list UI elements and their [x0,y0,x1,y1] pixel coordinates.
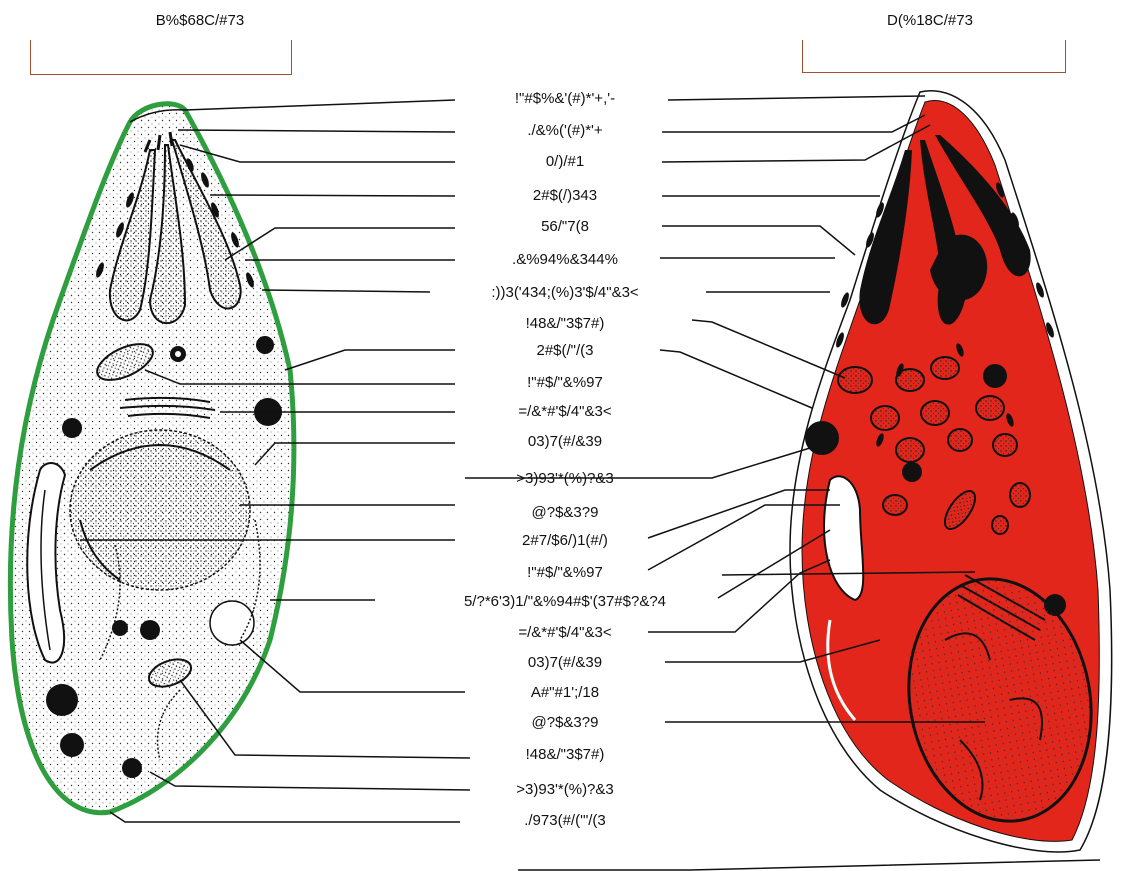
label-17: 5/?*6'3)1/"&%94#$'(37#$?&?4 [400,592,730,612]
label-5: 56/"7(8 [400,217,730,237]
right-cell [790,91,1112,852]
label-2: ./&%('(#)*'+ [400,121,730,141]
left-nucleus [70,430,250,590]
label-23: >3)93'*(%)?&3 [400,780,730,800]
label-13: >3)93'*(%)?&3 [400,469,730,489]
label-16: !"#$/"&%97 [400,563,730,583]
label-1: !"#$%&'(#)*'+,'- [400,89,730,109]
label-10: !"#$/"&%97 [400,373,730,393]
label-24: ./973(#/('"/(3 [400,811,730,831]
label-7: :))3('434;(%)3'$/4"&3< [400,283,730,303]
label-15: 2#7/$6/)1(#/) [400,531,730,551]
label-4: 2#$(/)343 [400,186,730,206]
label-11: =/&*#'$/4"&3< [400,402,730,422]
label-19: 03)7(#/&39 [400,653,730,673]
label-21: @?$&3?9 [400,713,730,733]
label-18: =/&*#'$/4"&3< [400,623,730,643]
label-6: .&%94%&344% [400,250,730,270]
label-14: @?$&3?9 [400,503,730,523]
label-20: A#"#1';/18 [400,683,730,703]
label-8: !48&/"3$7#) [400,314,730,334]
left-cell [10,104,294,813]
label-22: !48&/"3$7#) [400,745,730,765]
label-3: 0/)/#1 [400,152,730,172]
label-12: 03)7(#/&39 [400,432,730,452]
label-9: 2#$(/"/(3 [400,341,730,361]
